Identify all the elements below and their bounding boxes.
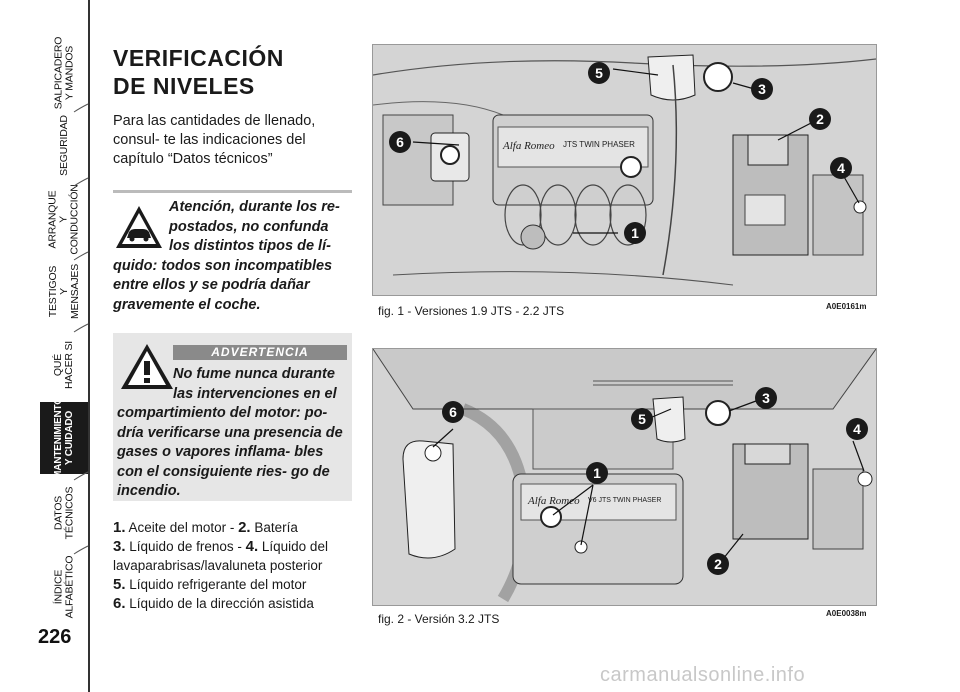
attention-line-1: Atención, durante los re- xyxy=(169,199,340,215)
page-title: VERIFICACIÓN DE NIVELES xyxy=(113,44,284,100)
warning-box: ADVERTENCIA No fume nunca durante las in… xyxy=(113,333,352,501)
callout-2: 2 xyxy=(707,553,729,575)
warning-text: No fume nunca durante las intervenciones… xyxy=(117,365,350,502)
callout-1: 1 xyxy=(624,222,646,244)
engine-brand-text: Alfa Romeo xyxy=(502,140,555,152)
callout-6: 6 xyxy=(389,131,411,153)
figure-2-code: A0E0038m xyxy=(826,609,867,618)
tab-dividers xyxy=(73,103,89,555)
attention-text: Atención, durante los re- postados, no c… xyxy=(113,198,352,315)
attention-line-3: los distintos tipos de lí- xyxy=(169,238,331,254)
chapter-sidebar: SALPICADERO Y MANDOS SEGURIDAD ARRANQUE … xyxy=(0,0,100,692)
warning-badge: ADVERTENCIA xyxy=(173,345,347,360)
figure-engine-jts: Alfa Romeo JTS TWIN PHASER 1 2 3 4 5 6 xyxy=(372,44,877,296)
legend-row: 1. Aceite del motor - 2. Batería xyxy=(113,519,298,536)
callout-5: 5 xyxy=(588,62,610,84)
page-number: 226 xyxy=(38,626,72,648)
fluid-legend: 1. Aceite del motor - 2. Batería 3. Líqu… xyxy=(113,518,358,613)
callout-5: 5 xyxy=(631,408,653,430)
car-warning-icon xyxy=(116,206,162,248)
warning-line-1: No fume nunca durante xyxy=(173,366,335,382)
callout-4: 4 xyxy=(830,157,852,179)
engine-label-text: JTS TWIN PHASER xyxy=(563,140,635,149)
callout-6: 6 xyxy=(442,401,464,423)
engine-illustration: Alfa Romeo V6 JTS TWIN PHASER xyxy=(373,349,876,605)
warning-line-2: las intervenciones en el xyxy=(173,385,337,402)
attention-rule xyxy=(113,190,352,193)
attention-rest: quido: todos son incompatibles entre ell… xyxy=(113,257,333,313)
figure-engine-v6: Alfa Romeo V6 JTS TWIN PHASER 1 2 3 4 5 … xyxy=(372,348,877,606)
callout-3: 3 xyxy=(755,387,777,409)
attention-box: Atención, durante los re- postados, no c… xyxy=(113,190,352,314)
callout-2: 2 xyxy=(809,108,831,130)
figure-1-caption: fig. 1 - Versiones 1.9 JTS - 2.2 JTS xyxy=(378,304,565,318)
sidebar-rule xyxy=(88,0,90,692)
warning-rest: compartimiento del motor: po- dría verif… xyxy=(117,405,343,499)
watermark: carmanualsonline.info xyxy=(600,664,806,686)
callout-1: 1 xyxy=(586,462,608,484)
engine-label-text: V6 JTS TWIN PHASER xyxy=(588,497,661,504)
callout-4: 4 xyxy=(846,418,868,440)
figure-1-code: A0E0161m xyxy=(826,302,867,311)
engine-illustration: Alfa Romeo JTS TWIN PHASER xyxy=(373,45,876,295)
legend-row: 6. Líquido de la dirección asistida xyxy=(113,595,314,612)
intro-paragraph: Para las cantidades de llenado, consul- … xyxy=(113,113,316,167)
title-line-2: DE NIVELES xyxy=(113,73,255,99)
legend-row: 3. Líquido de frenos - 4. Líquido del la… xyxy=(113,538,328,573)
exclamation-warning-icon xyxy=(121,344,173,389)
tab-mantenimiento[interactable]: MANTENIMIENTO Y CUIDADO xyxy=(40,397,88,479)
legend-row: 5. Líquido refrigerante del motor xyxy=(113,576,307,593)
title-line-1: VERIFICACIÓN xyxy=(113,45,284,71)
attention-line-2: postados, no confunda xyxy=(169,218,329,235)
callout-3: 3 xyxy=(751,78,773,100)
figure-2-caption: fig. 2 - Versión 3.2 JTS xyxy=(378,612,500,626)
